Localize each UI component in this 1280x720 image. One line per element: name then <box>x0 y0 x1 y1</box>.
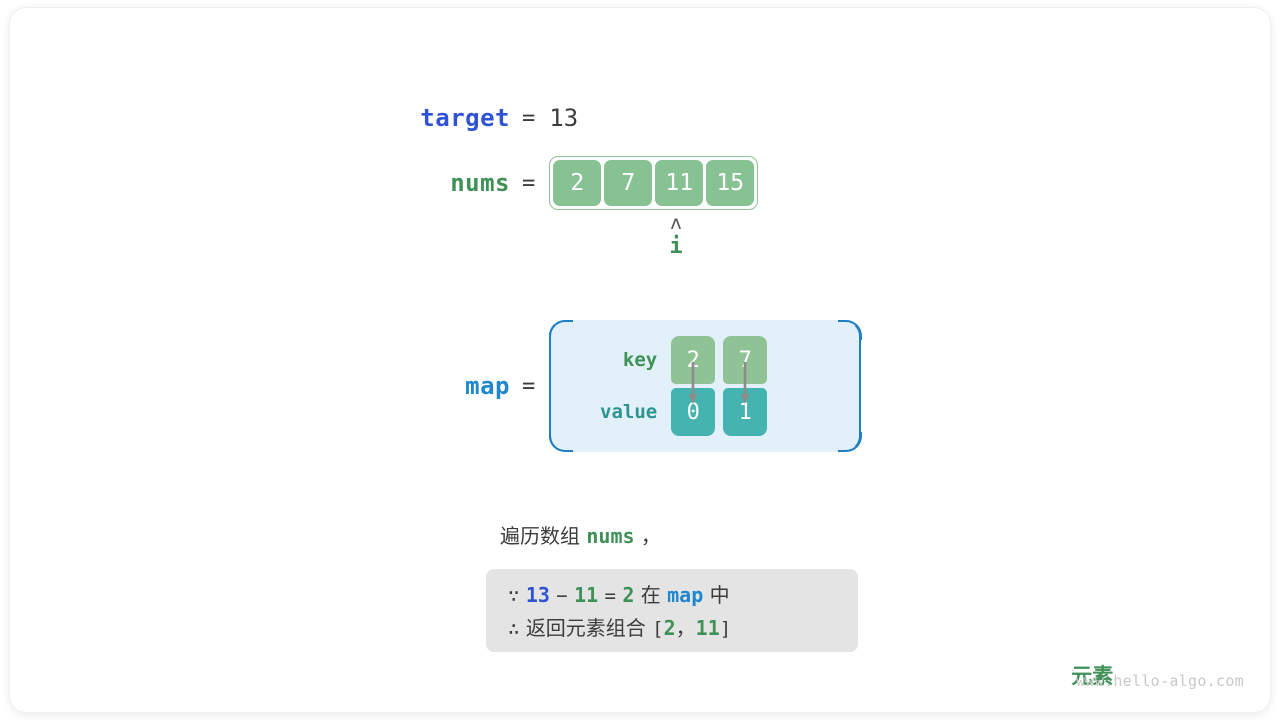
map-entry-column: 7 1 <box>723 336 768 436</box>
info-in-text: 在 <box>640 583 661 607</box>
index-variable-label: i <box>669 234 683 259</box>
bracket-open: [ <box>652 618 664 640</box>
map-value-row-label: value <box>600 401 658 423</box>
explanation-suffix: ， <box>634 524 661 548</box>
equals-symbol: = <box>604 585 616 607</box>
minus-symbol: − <box>556 585 568 607</box>
map-entry-column: 2 0 <box>671 336 716 436</box>
map-equals-sign: = <box>522 373 536 399</box>
info-operand-b: 11 <box>574 583 599 607</box>
info-tail-text: 中 <box>709 583 730 607</box>
target-equals-sign: = <box>522 105 536 131</box>
map-grid: key value 2 0 7 1 <box>581 334 768 438</box>
nums-label: nums <box>450 169 510 197</box>
therefore-symbol: ∴ <box>508 618 520 640</box>
nums-cell: 2 <box>553 160 602 206</box>
map-value-cell: 1 <box>723 388 768 436</box>
illustration-canvas: target = 13 nums = 2 7 11 15 ʌ i map = k… <box>10 8 1270 712</box>
nums-cell: 7 <box>604 160 653 206</box>
info-box-line-2: ∴ 返回元素组合 [2，11] <box>508 612 836 645</box>
map-key-row-label: key <box>622 349 658 371</box>
map-index-side-label: 索引 <box>1071 702 1191 712</box>
map-value-cell: 0 <box>671 388 716 436</box>
explanation-line: 遍历数组 nums ， <box>500 520 661 549</box>
nums-equals-sign: = <box>522 170 536 196</box>
target-label: target <box>420 104 510 132</box>
target-row: target = 13 <box>340 100 760 136</box>
info-result: 2 <box>622 583 635 607</box>
map-label: map <box>465 372 510 400</box>
target-value: 13 <box>549 104 579 132</box>
info-return-text: 返回元素组合 <box>525 616 653 640</box>
info-pair-comma: ， <box>675 616 696 640</box>
map-cells: 2 0 7 1 <box>671 336 768 436</box>
info-map-token: map <box>667 583 704 607</box>
info-pair-second: 11 <box>695 616 720 640</box>
map-key-cell: 2 <box>671 336 716 384</box>
map-side-labels: 元素 索引 <box>1071 650 1191 712</box>
map-key-cell: 7 <box>723 336 768 384</box>
caret-up-icon: ʌ <box>670 212 682 234</box>
info-pair-first: 2 <box>663 616 676 640</box>
map-container: key value 2 0 7 1 <box>548 319 1113 688</box>
nums-array-frame: 2 7 11 15 <box>549 156 759 210</box>
info-box: ∵ 13 − 11 = 2 在 map 中 ∴ 返回元素组合 [2，11] <box>486 569 858 652</box>
explanation-prefix: 遍历数组 <box>500 524 587 548</box>
bracket-close: ] <box>719 618 732 640</box>
watermark: www.hello-algo.com <box>1076 672 1244 690</box>
because-symbol: ∵ <box>508 585 520 607</box>
map-element-side-label: 元素 <box>1071 664 1114 688</box>
index-pointer: ʌ i <box>654 214 698 262</box>
info-operand-a: 13 <box>525 583 550 607</box>
info-box-line-1: ∵ 13 − 11 = 2 在 map 中 <box>508 579 836 612</box>
nums-cell: 15 <box>706 160 755 206</box>
explanation-code-token: nums <box>586 524 635 548</box>
nums-row: nums = 2 7 11 15 <box>340 154 759 212</box>
map-row: map = key value 2 0 <box>340 319 1113 688</box>
nums-cell: 11 <box>655 160 704 206</box>
map-row-labels: key value <box>581 334 657 438</box>
